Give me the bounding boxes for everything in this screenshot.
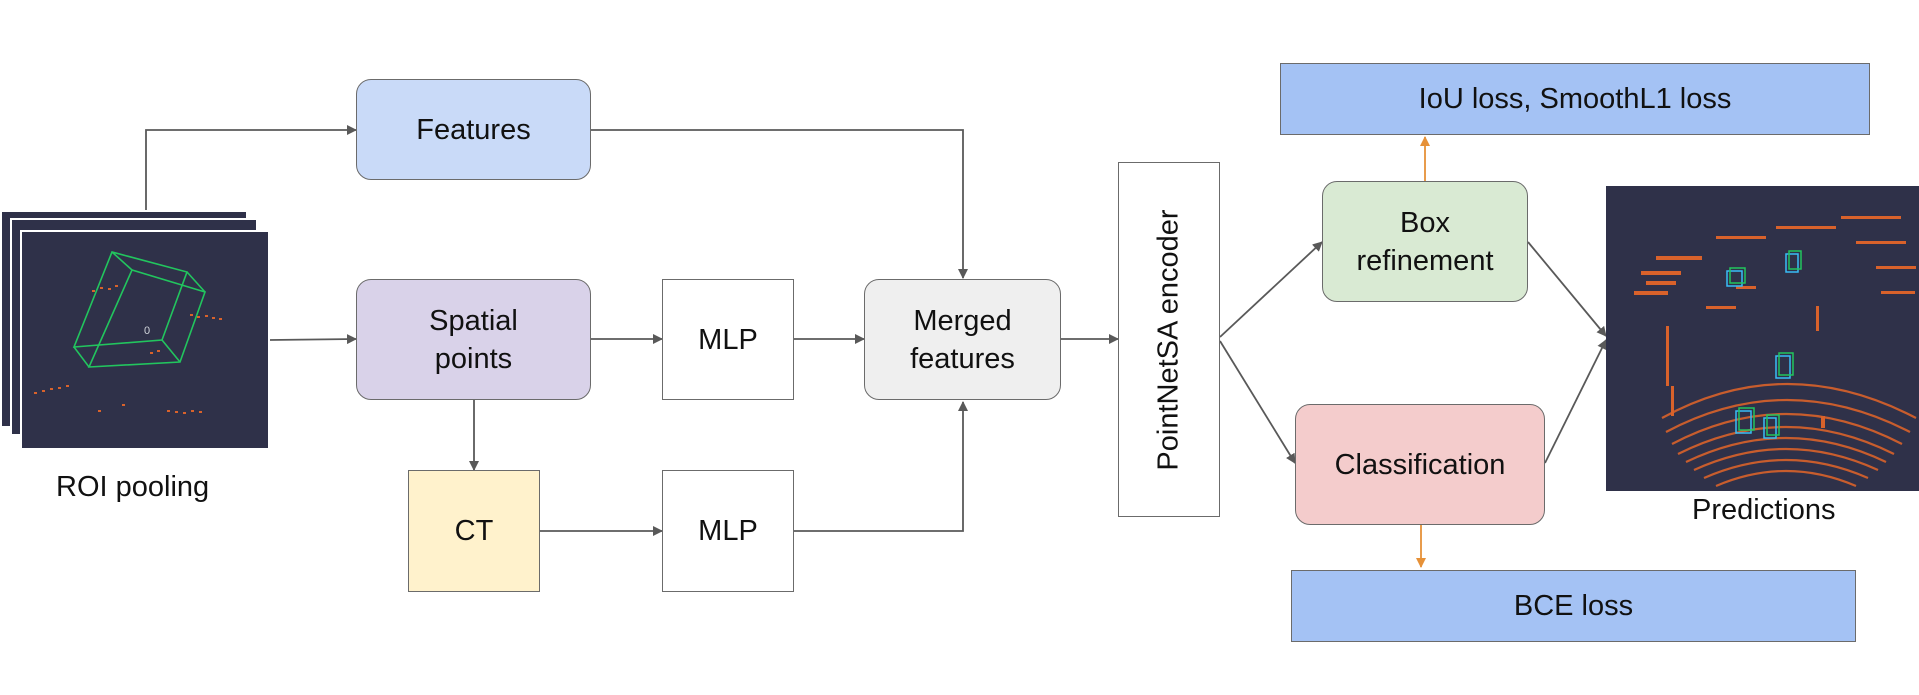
spatial-points-node: Spatial points [356, 279, 591, 400]
arrow-roi-to-features [145, 125, 357, 232]
arrow-box-to-predictions [1527, 241, 1607, 337]
predictions-scene [1634, 216, 1917, 488]
mlp-bottom-node: MLP [662, 470, 794, 592]
features-node: Features [356, 79, 591, 180]
arrow-features-to-merged [591, 129, 968, 279]
encoder-label: PointNetSA encoder [1153, 208, 1186, 471]
arrow-encoder-to-box-refinement [1219, 241, 1323, 338]
encoder-node: PointNetSA encoder [1118, 162, 1220, 517]
merged-features-node: Merged features [864, 279, 1061, 400]
roi-panel-front: 0 [20, 230, 270, 450]
roi-box-index: 0 [144, 325, 150, 337]
arrow-classification-to-predictions [1544, 339, 1607, 464]
mlp-top-node: MLP [662, 279, 794, 400]
box-refinement-node: Box refinement [1322, 181, 1528, 302]
classification-node: Classification [1295, 404, 1545, 525]
arrow-encoder-to-classification [1219, 340, 1296, 464]
roi-pooling-caption: ROI pooling [56, 471, 210, 503]
bce-loss-node: BCE loss [1291, 570, 1856, 642]
arrow-mlp-bottom-to-merged [794, 401, 968, 532]
roi-pooling-stack: 0 [0, 210, 270, 450]
ct-node: CT [408, 470, 540, 592]
predictions-caption: Predictions [1692, 494, 1836, 526]
predictions-point-cloud [1606, 186, 1919, 491]
arrow-roi-to-spatial-points [269, 334, 357, 345]
iou-loss-node: IoU loss, SmoothL1 loss [1280, 63, 1870, 135]
roi-point-cloud-box: 0 [34, 251, 222, 414]
